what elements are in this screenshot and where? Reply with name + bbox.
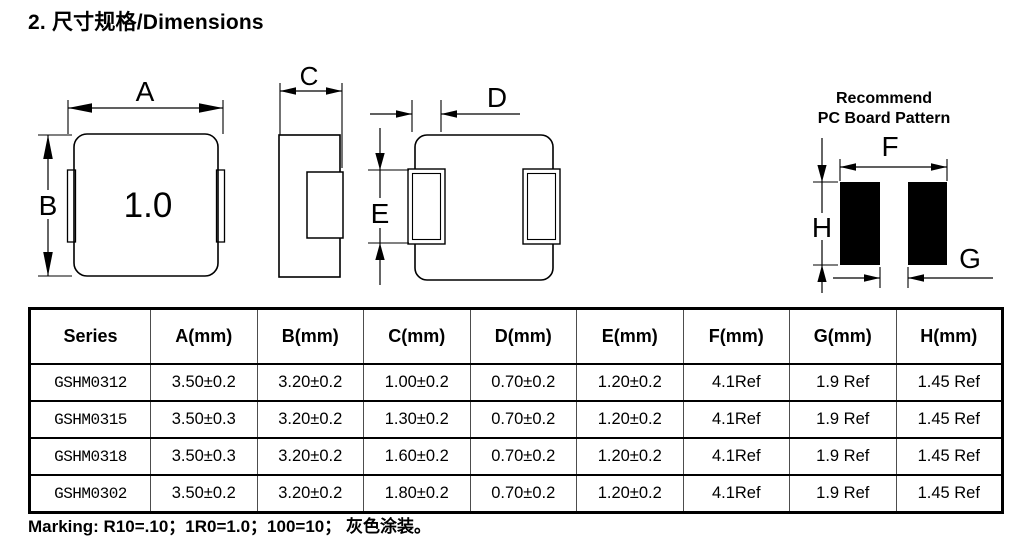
table-cell: 3.50±0.3 xyxy=(150,401,257,438)
left-solder-pad xyxy=(840,182,880,265)
dim-b-arrow-top xyxy=(43,135,53,159)
right-solder-pad xyxy=(908,182,947,265)
table-cell: 1.60±0.2 xyxy=(363,438,470,475)
table-cell: 1.9 Ref xyxy=(789,401,896,438)
table-cell: 1.9 Ref xyxy=(789,364,896,401)
table-row: GSHM0312 3.50±0.2 3.20±0.2 1.00±0.2 0.70… xyxy=(29,364,1003,401)
table-row: GSHM0318 3.50±0.3 3.20±0.2 1.60±0.2 0.70… xyxy=(29,438,1003,475)
right-terminal-tab xyxy=(215,169,226,243)
table-cell: 4.1Ref xyxy=(682,475,790,513)
table-cell: 3.20±0.2 xyxy=(256,475,364,513)
side-view-drawing: C xyxy=(255,55,355,290)
left-terminal-tab xyxy=(66,169,77,243)
part-marking: 1.0 xyxy=(124,186,173,225)
col-header-h: H(mm) xyxy=(895,308,1003,364)
dim-b-arrow-bottom xyxy=(43,252,53,276)
col-header-g: G(mm) xyxy=(789,308,896,364)
dim-f-label: F xyxy=(881,131,898,162)
right-terminal-pad xyxy=(522,168,561,245)
table-cell: 1.9 Ref xyxy=(789,438,896,475)
pcb-pattern-drawing: Recommend PC Board Pattern F H G xyxy=(790,80,1028,302)
marking-note: Marking: R10=.10；1R0=1.0；100=10； 灰色涂装。 xyxy=(28,517,431,536)
dim-d-arrow-right xyxy=(441,110,457,118)
table-cell: 1.80±0.2 xyxy=(363,475,470,513)
table-cell: 0.70±0.2 xyxy=(469,475,577,513)
right-terminal-pad-inner xyxy=(526,172,557,241)
table-cell: 4.1Ref xyxy=(682,438,790,475)
table-cell: 1.45 Ref xyxy=(895,401,1003,438)
bottom-view-svg: D E xyxy=(368,82,561,285)
pcb-pattern-svg: Recommend PC Board Pattern F H G xyxy=(812,90,993,293)
dim-a-arrow-left xyxy=(68,103,92,113)
series-cell: GSHM0312 xyxy=(54,373,127,392)
dim-d-label: D xyxy=(487,82,507,113)
top-view-drawing: A 1.0 B xyxy=(25,60,240,295)
series-cell: GSHM0302 xyxy=(54,484,127,503)
side-view-svg: C xyxy=(278,61,344,278)
table-row: GSHM0315 3.50±0.3 3.20±0.2 1.30±0.2 0.70… xyxy=(29,401,1003,438)
header-row: Series A(mm) B(mm) C(mm) D(mm) E(mm) F(m… xyxy=(29,308,1003,364)
table-cell: 1.20±0.2 xyxy=(576,401,683,438)
left-terminal-pad-inner xyxy=(411,172,442,241)
col-header-d: D(mm) xyxy=(469,308,577,364)
dim-b-label: B xyxy=(39,190,58,221)
table-cell: 3.20±0.2 xyxy=(256,438,364,475)
dim-e-arrow-bottom xyxy=(375,243,385,260)
table-cell: 1.9 Ref xyxy=(789,475,896,513)
table-row: GSHM0302 3.50±0.2 3.20±0.2 1.80±0.2 0.70… xyxy=(30,475,1003,513)
table-cell: 3.20±0.2 xyxy=(256,364,364,401)
table-cell: 1.20±0.2 xyxy=(576,364,683,401)
dim-g-arrow-right xyxy=(908,274,924,282)
dim-c-arrow-right xyxy=(326,87,342,95)
terminal-side xyxy=(306,171,344,239)
dim-h-arrow-top xyxy=(817,165,827,182)
dim-c-arrow-left xyxy=(280,87,296,95)
col-header-e: E(mm) xyxy=(576,308,683,364)
dim-g-arrow-left xyxy=(864,274,880,282)
table-cell: 3.50±0.3 xyxy=(150,438,257,475)
bottom-view-drawing: D E xyxy=(365,80,565,295)
table-cell: 1.30±0.2 xyxy=(363,401,470,438)
series-cell: GSHM0318 xyxy=(54,447,127,466)
pcb-title-line2: PC Board Pattern xyxy=(818,110,950,127)
col-header-a: A(mm) xyxy=(150,308,257,364)
dim-f-arrow-left xyxy=(840,163,856,171)
table-cell: 1.20±0.2 xyxy=(576,475,683,513)
dim-h-label: H xyxy=(812,212,832,243)
table-cell: 1.00±0.2 xyxy=(363,364,470,401)
top-view-svg: A 1.0 B xyxy=(38,76,226,277)
table-cell: 0.70±0.2 xyxy=(469,364,577,401)
table-cell: 1.45 Ref xyxy=(895,364,1003,401)
dim-g-label: G xyxy=(959,243,981,274)
table-cell: 0.70±0.2 xyxy=(469,438,577,475)
col-header-c: C(mm) xyxy=(363,308,470,364)
table-cell: 1.20±0.2 xyxy=(576,438,683,475)
table-cell: 4.1Ref xyxy=(682,401,790,438)
dim-d-arrow-left xyxy=(396,110,412,118)
col-header-series: Series xyxy=(63,326,118,346)
component-body xyxy=(73,133,219,277)
table-cell: 3.20±0.2 xyxy=(256,401,364,438)
dim-f-arrow-right xyxy=(931,163,947,171)
dim-e-label: E xyxy=(371,198,390,229)
table-cell: 1.45 Ref xyxy=(895,475,1003,513)
left-terminal-pad xyxy=(407,168,446,245)
table-cell: 3.50±0.2 xyxy=(150,475,257,513)
pcb-title-line1: Recommend xyxy=(836,90,932,107)
dim-c-label: C xyxy=(300,61,319,91)
page-title: 2. 尺寸规格/Dimensions xyxy=(28,11,264,34)
col-header-b: B(mm) xyxy=(256,308,364,364)
dim-a-arrow-right xyxy=(199,103,223,113)
dim-e-arrow-top xyxy=(375,153,385,170)
dimensions-table: Series A(mm) B(mm) C(mm) D(mm) E(mm) F(m… xyxy=(28,307,1004,514)
col-header-f: F(mm) xyxy=(682,308,790,364)
table-cell: 3.50±0.2 xyxy=(150,364,257,401)
dim-h-arrow-bottom xyxy=(817,265,827,282)
table-cell: 0.70±0.2 xyxy=(469,401,577,438)
dim-a-label: A xyxy=(136,76,155,107)
series-cell: GSHM0315 xyxy=(54,410,127,429)
table-cell: 4.1Ref xyxy=(682,364,790,401)
table-cell: 1.45 Ref xyxy=(895,438,1003,475)
